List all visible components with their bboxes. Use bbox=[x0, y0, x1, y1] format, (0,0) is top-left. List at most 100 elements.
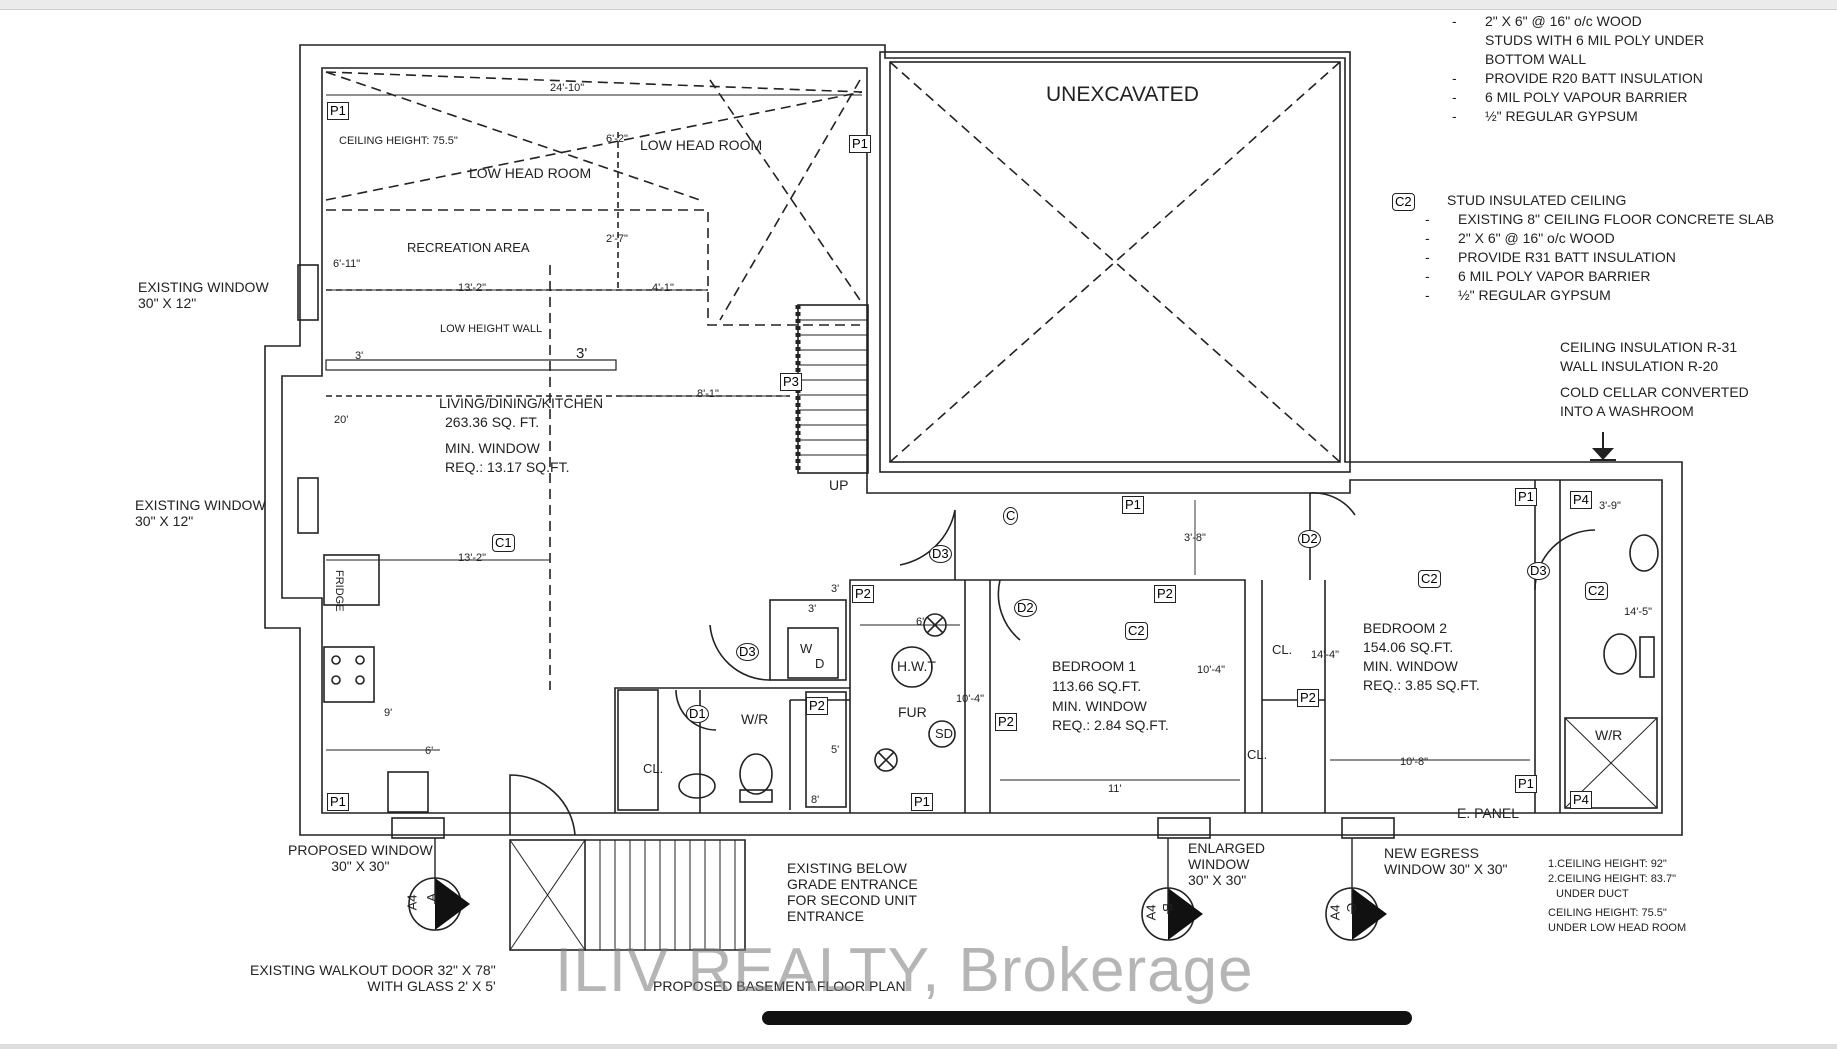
cold-cellar-line: INTO A WASHROOM bbox=[1560, 403, 1694, 419]
tag-c2: C2 bbox=[1418, 570, 1441, 588]
entrance-line: ENTRANCE bbox=[787, 908, 865, 925]
dimension: 3'-9" bbox=[1599, 500, 1621, 512]
insulation-note: CEILING INSULATION R-31 bbox=[1560, 339, 1738, 355]
dimension: 5' bbox=[831, 744, 840, 756]
dimension: 2'-7" bbox=[606, 233, 628, 245]
dimension: 9' bbox=[384, 707, 393, 719]
ceiling-tag: C2 bbox=[1392, 193, 1415, 211]
wall-note: ½" REGULAR GYPSUM bbox=[1485, 108, 1638, 124]
unexcavated-label: UNEXCAVATED bbox=[1046, 83, 1199, 106]
ceiling-note: 2" X 6" @ 16" o/c WOOD bbox=[1458, 230, 1615, 246]
dimension: 6' bbox=[916, 616, 925, 628]
washer-label: W bbox=[800, 641, 813, 656]
dimension: 8' bbox=[811, 794, 820, 806]
tag-c2: C2 bbox=[1585, 582, 1608, 600]
ceiling-heading: STUD INSULATED CEILING bbox=[1447, 192, 1627, 208]
enlarged-window-line: 30" X 30" bbox=[1188, 872, 1247, 889]
closet-label: CL. bbox=[643, 761, 664, 776]
section-marker-sheet: A4 bbox=[404, 894, 420, 911]
horizontal-scrollbar[interactable] bbox=[762, 1011, 1412, 1025]
tag-p4: P4 bbox=[1570, 791, 1592, 809]
section-marker-letter: C bbox=[1344, 902, 1360, 913]
tag-p1: P1 bbox=[849, 135, 871, 153]
tag-p3: P3 bbox=[780, 373, 802, 391]
dimension: 6' bbox=[425, 745, 434, 757]
hwt-label: H.W.T bbox=[897, 658, 936, 674]
tag-p2: P2 bbox=[995, 713, 1017, 731]
insulation-note: WALL INSULATION R-20 bbox=[1560, 358, 1719, 374]
dimension: 24'-10" bbox=[550, 82, 585, 94]
section-marker-sheet: A4 bbox=[1327, 904, 1343, 921]
ceiling-note: EXISTING 8" CEILING FLOOR CONCRETE SLAB bbox=[1458, 211, 1775, 227]
existing-window-line: EXISTING WINDOW bbox=[138, 279, 269, 295]
bottom-border bbox=[0, 1044, 1837, 1049]
plan-title: PROPOSED BASEMENT FLOOR PLAN bbox=[653, 978, 906, 994]
bedroom1-area: 113.66 SQ.FT. bbox=[1052, 678, 1142, 694]
section-marker-letter: B bbox=[1159, 903, 1175, 912]
low-height-wall-label: LOW HEIGHT WALL bbox=[440, 323, 543, 335]
tag-p1: P1 bbox=[1515, 488, 1537, 506]
walkout-door-line: EXISTING WALKOUT DOOR 32" X 78" bbox=[250, 962, 496, 978]
cold-cellar-note: COLD CELLAR CONVERTED INTO A WASHROOM bbox=[1560, 383, 1749, 421]
ceiling-height-label: CEILING HEIGHT: 75.5" bbox=[339, 135, 458, 147]
ceiling-notes: -EXISTING 8" CEILING FLOOR CONCRETE SLAB… bbox=[1425, 211, 1775, 303]
dimension: 3' bbox=[808, 603, 817, 615]
top-border bbox=[0, 0, 1837, 10]
dimension: 3'-8" bbox=[1184, 532, 1206, 544]
ceiling-height-note: UNDER DUCT bbox=[1556, 888, 1629, 900]
cold-cellar-line: COLD CELLAR CONVERTED bbox=[1560, 384, 1749, 400]
tag-d1: D1 bbox=[686, 705, 709, 723]
entrance-line: GRADE ENTRANCE bbox=[787, 876, 918, 893]
proposed-window-note: PROPOSED WINDOW 30" X 30" bbox=[288, 842, 433, 874]
bedroom1-req: REQ.: 2.84 SQ.FT. bbox=[1052, 717, 1169, 733]
bedroom1-name: BEDROOM 1 bbox=[1052, 658, 1137, 674]
tag-p1: P1 bbox=[1515, 775, 1537, 793]
dimension: 11' bbox=[1108, 783, 1122, 795]
ceiling-height-note: CEILING HEIGHT: 75.5" bbox=[1548, 907, 1667, 919]
existing-window-note: EXISTING WINDOW 30" X 12" bbox=[138, 279, 269, 311]
enlarged-window-line: ENLARGED bbox=[1188, 840, 1266, 856]
dryer-label: D bbox=[815, 656, 825, 671]
inner-wall bbox=[281, 67, 1663, 814]
ceiling-height-note: UNDER LOW HEAD ROOM bbox=[1548, 922, 1687, 934]
insulation-notes: CEILING INSULATION R-31 WALL INSULATION … bbox=[1560, 338, 1737, 376]
walkout-door-line: WITH GLASS 2' X 5' bbox=[367, 978, 496, 995]
tag-p2: P2 bbox=[1154, 585, 1176, 603]
tag-d2: D2 bbox=[1014, 599, 1037, 617]
section-markers bbox=[408, 838, 1387, 941]
living-area: 263.36 SQ. FT. bbox=[445, 414, 540, 430]
living-name: LIVING/DINING/KITCHEN bbox=[439, 395, 604, 411]
bedroom2-name: BEDROOM 2 bbox=[1363, 620, 1448, 636]
living-window: MIN. WINDOW bbox=[445, 440, 540, 456]
ceiling-height-note: 2.CEILING HEIGHT: 83.7" bbox=[1548, 873, 1677, 885]
dimension: 13'-2" bbox=[458, 552, 487, 564]
bedroom2-window: MIN. WINDOW bbox=[1363, 658, 1458, 674]
dimension: 8'-1" bbox=[697, 388, 719, 400]
tag-p1: P1 bbox=[327, 102, 349, 120]
watermark: ILIV REALTY, Brokerage bbox=[555, 936, 1254, 1005]
ceiling-note: PROVIDE R31 BATT INSULATION bbox=[1458, 249, 1676, 265]
closet-label: CL. bbox=[1272, 642, 1293, 657]
washroom-label: W/R bbox=[1595, 727, 1623, 743]
existing-window-line: 30" X 12" bbox=[138, 295, 197, 312]
existing-window-line: 30" X 12" bbox=[135, 513, 194, 530]
wall-note: BOTTOM WALL bbox=[1485, 51, 1587, 67]
wall-note: 6 MIL POLY VAPOUR BARRIER bbox=[1485, 89, 1688, 105]
tag-c2: C2 bbox=[1125, 622, 1148, 640]
tag-d3: D3 bbox=[929, 545, 952, 563]
dimension: 3' bbox=[355, 350, 364, 362]
ceiling-height-note: 1.CEILING HEIGHT: 92" bbox=[1548, 858, 1667, 870]
dimension: 3' bbox=[576, 345, 588, 362]
tag-p2: P2 bbox=[806, 697, 828, 715]
dimension: 10'-4" bbox=[1197, 664, 1226, 676]
tag-d3: D3 bbox=[736, 643, 759, 661]
bedroom2-area: 154.06 SQ.FT. bbox=[1363, 639, 1454, 655]
unexcavated-box bbox=[889, 61, 1341, 463]
entrance-line: FOR SECOND UNIT bbox=[787, 892, 917, 909]
low-head-room-label: LOW HEAD ROOM bbox=[640, 137, 763, 153]
enlarged-window-line: WINDOW bbox=[1188, 856, 1250, 873]
dimension: 13'-2" bbox=[458, 282, 487, 294]
tag-d3: D3 bbox=[1527, 562, 1550, 580]
tag-p1: P1 bbox=[327, 793, 349, 811]
